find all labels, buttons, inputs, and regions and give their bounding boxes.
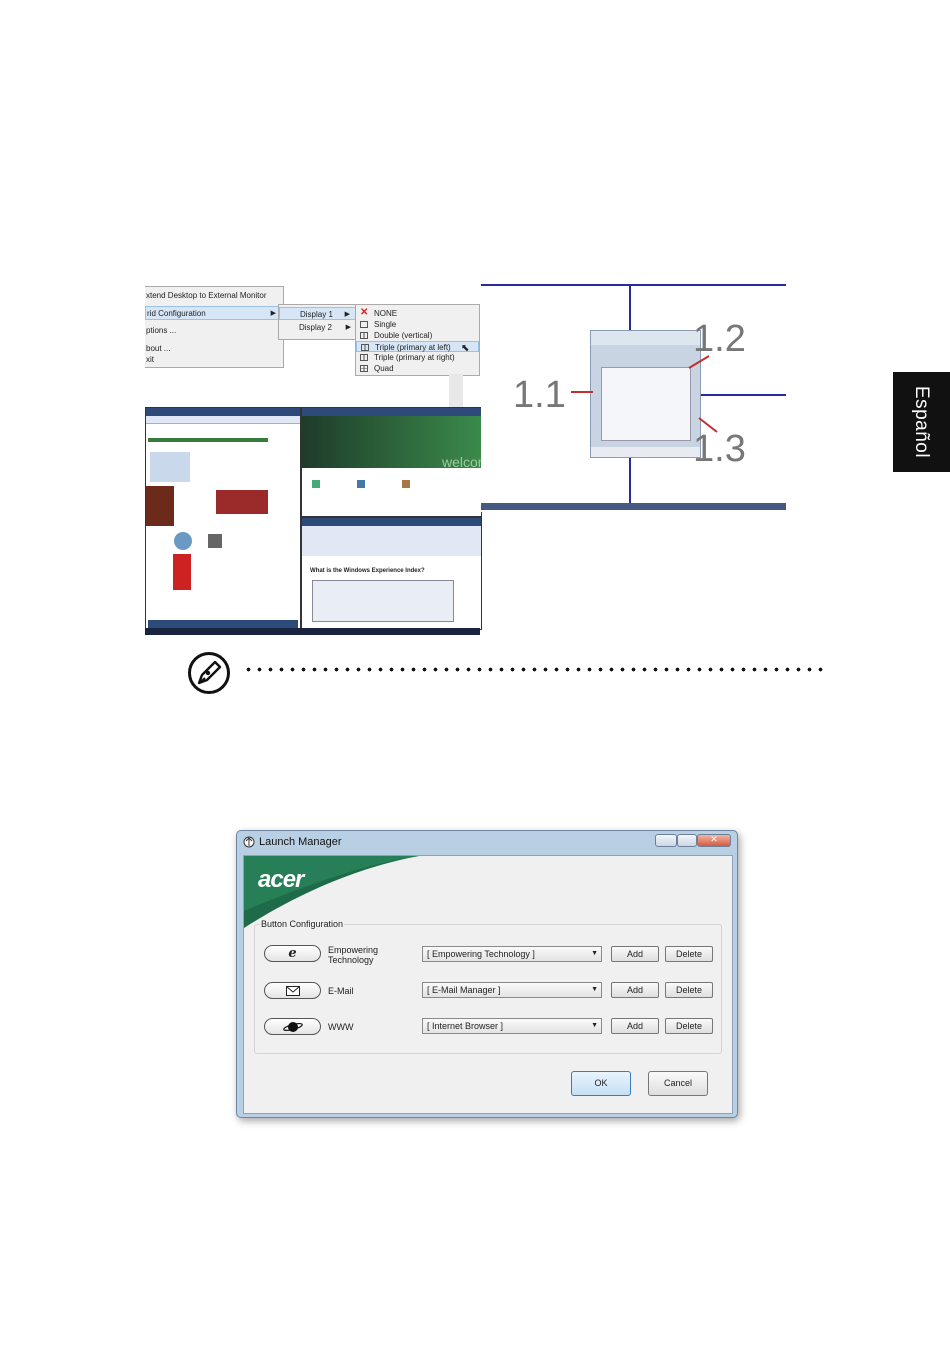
single-layout-icon <box>360 321 368 328</box>
menu-item-label: rid Configuration <box>147 309 206 318</box>
menu-item-label: Quad <box>374 364 394 373</box>
context-menu-screenshot: xtend Desktop to External Monitor rid Co… <box>145 286 480 408</box>
select-value: [ E-Mail Manager ] <box>427 985 501 995</box>
doc-headline: What is the Windows Experience Index? <box>310 568 425 574</box>
www-key-button[interactable] <box>264 1018 321 1035</box>
menu-item-options[interactable]: ptions ... <box>146 326 177 335</box>
maximize-button[interactable] <box>677 834 697 847</box>
menu-item-display-1[interactable]: Display 1 ▶ <box>279 307 357 320</box>
menu-item-double[interactable]: Double (vertical) <box>356 330 479 341</box>
dropdown-arrow-icon: ▼ <box>591 950 598 957</box>
add-www-button[interactable]: Add <box>611 1018 659 1034</box>
label-1-2: 1.2 <box>693 318 746 360</box>
window-titlebar <box>146 408 300 416</box>
email-select[interactable]: [ E-Mail Manager ] ▼ <box>422 982 602 998</box>
button-config-group <box>254 924 722 1054</box>
group-label: Button Configuration <box>260 919 345 929</box>
menu-item-label: Triple (primary at left) <box>375 343 451 352</box>
language-side-tab: Español <box>893 372 950 472</box>
menu-item-about[interactable]: bout ... <box>146 344 171 353</box>
cancel-button[interactable]: Cancel <box>648 1071 708 1096</box>
quad-layout-icon <box>360 365 368 372</box>
welcome-text: welcome <box>442 454 481 470</box>
menu-item-label: Display 1 <box>300 310 333 319</box>
delete-www-button[interactable]: Delete <box>665 1018 713 1034</box>
launch-manager-dialog: Launch Manager ✕ acer Button Configurati… <box>236 830 738 1118</box>
grid-line <box>631 394 786 396</box>
dotted-divider <box>243 667 828 672</box>
taskbar <box>481 503 786 510</box>
acer-banner <box>244 856 419 928</box>
minimize-button[interactable] <box>655 834 677 847</box>
menu-item-label: Double (vertical) <box>374 331 433 340</box>
envelope-icon <box>285 985 300 996</box>
tray-icons <box>449 374 463 408</box>
submenu-arrow-icon: ▶ <box>345 324 351 331</box>
display-submenu: Display 1 ▶ Display 2 ▶ <box>278 304 358 340</box>
email-key-button[interactable] <box>264 982 321 999</box>
tray-menu: xtend Desktop to External Monitor rid Co… <box>145 286 284 368</box>
double-layout-icon <box>360 332 368 339</box>
dialog-body: acer Button Configuration e Empowering T… <box>243 855 733 1114</box>
menu-item-triple-right[interactable]: Triple (primary at right) <box>356 352 479 363</box>
miniature-window <box>590 330 701 458</box>
arrows <box>571 355 718 433</box>
taskbar <box>145 628 480 635</box>
submenu-arrow-icon: ▶ <box>344 311 350 318</box>
window-titlebar <box>302 518 481 526</box>
cursor-icon: ⬉ <box>461 343 470 354</box>
welcome-window: welcome <box>301 407 482 517</box>
menu-item-label: Display 2 <box>299 323 332 332</box>
delete-empowering-button[interactable]: Delete <box>665 946 713 962</box>
ok-button[interactable]: OK <box>571 1071 631 1096</box>
label-1-1: 1.1 <box>513 374 566 416</box>
empowering-key-button[interactable]: e <box>264 945 321 962</box>
multi-window-screenshot: welcome What is the Windows Experience I… <box>145 407 482 635</box>
add-email-button[interactable]: Add <box>611 982 659 998</box>
menu-item-label: Triple (primary at right) <box>374 353 455 362</box>
window-grid-diagram: 1.1 1.2 1.3 <box>481 284 786 512</box>
menu-item-grid-config[interactable]: rid Configuration ▶ <box>145 306 283 320</box>
empowering-e-icon: e <box>288 946 297 961</box>
grid-line <box>481 284 786 286</box>
dropdown-arrow-icon: ▼ <box>591 986 598 993</box>
window-toolbar <box>146 416 300 424</box>
acer-logo: acer <box>258 866 304 893</box>
submenu-arrow-icon: ▶ <box>270 310 276 317</box>
empowering-select[interactable]: [ Empowering Technology ] ▼ <box>422 946 602 962</box>
www-select[interactable]: [ Internet Browser ] ▼ <box>422 1018 602 1034</box>
menu-item-display-2[interactable]: Display 2 ▶ <box>279 321 357 334</box>
select-value: [ Empowering Technology ] <box>427 949 535 959</box>
menu-item-single[interactable]: Single <box>356 319 479 330</box>
planet-icon <box>282 1021 303 1032</box>
word-window: What is the Windows Experience Index? <box>301 517 482 630</box>
triple-layout-icon <box>360 354 368 361</box>
add-empowering-button[interactable]: Add <box>611 946 659 962</box>
language-label: Español <box>911 385 933 459</box>
close-icon: ✕ <box>710 835 718 845</box>
delete-email-button[interactable]: Delete <box>665 982 713 998</box>
menu-item-none[interactable]: ✕ NONE <box>356 307 479 319</box>
app-icon <box>243 836 255 848</box>
close-button[interactable]: ✕ <box>697 834 731 847</box>
window-titlebar <box>302 408 481 416</box>
menu-item-label: Single <box>374 320 397 329</box>
row-name-www: WWW <box>328 1022 354 1032</box>
browser-window <box>145 407 301 630</box>
triple-layout-icon <box>361 344 369 351</box>
x-icon: ✕ <box>360 307 369 318</box>
dialog-title: Launch Manager <box>259 836 342 848</box>
row-name-email: E-Mail <box>328 986 354 996</box>
note-pen-icon <box>188 652 230 694</box>
menu-item-extend[interactable]: xtend Desktop to External Monitor <box>146 291 267 300</box>
menu-item-triple-left[interactable]: Triple (primary at left) ⬉ <box>356 341 479 354</box>
label-1-3: 1.3 <box>693 428 746 470</box>
row-name-empowering: Empowering Technology <box>328 945 379 965</box>
menu-item-exit[interactable]: xit <box>146 355 154 364</box>
layout-submenu: ✕ NONE Single Double (vertical) Triple (… <box>355 304 480 376</box>
menu-item-label: NONE <box>374 309 398 318</box>
dropdown-arrow-icon: ▼ <box>591 1022 598 1029</box>
select-value: [ Internet Browser ] <box>427 1021 504 1031</box>
menu-item-quad[interactable]: Quad <box>356 363 479 374</box>
